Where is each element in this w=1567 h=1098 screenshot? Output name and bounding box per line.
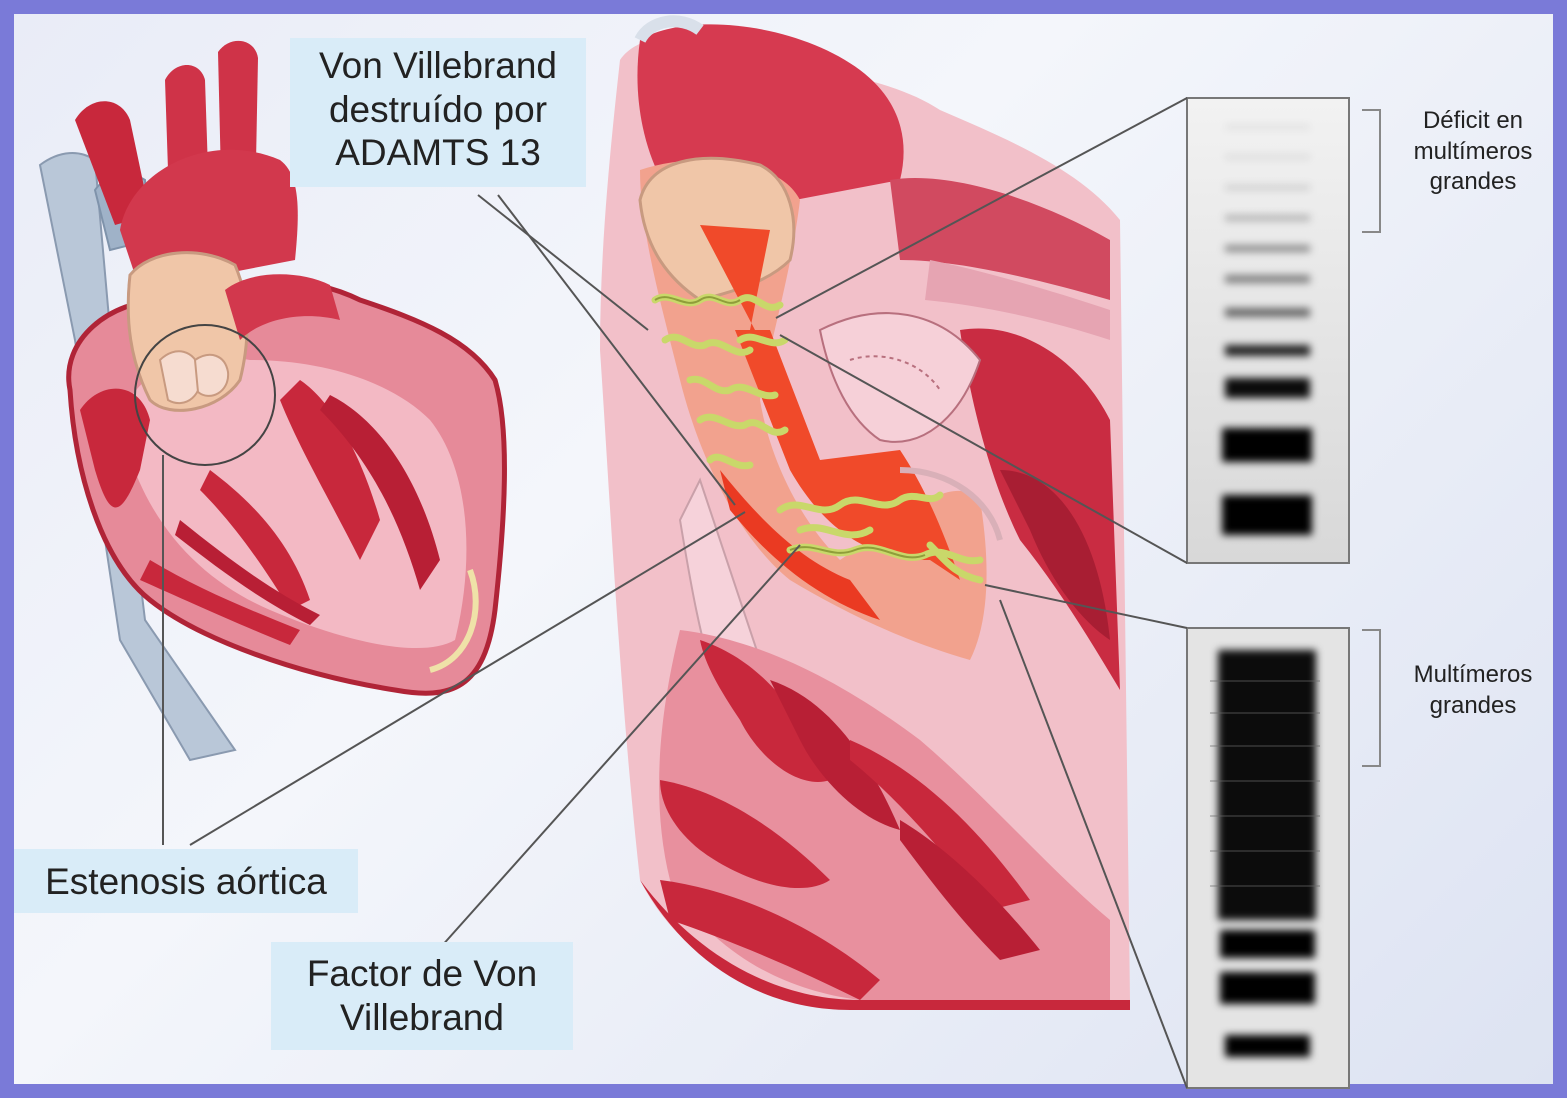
label-line: Von Villebrand — [300, 44, 576, 88]
gel-label-top: Déficit en multímeros grandes — [1388, 106, 1558, 198]
label-von-willebrand-destroyed: Von Villebrand destruído por ADAMTS 13 — [290, 38, 586, 187]
label-line: Villebrand — [281, 996, 563, 1040]
label-line: ADAMTS 13 — [300, 131, 576, 175]
label-line: Factor de Von — [281, 952, 563, 996]
label-line: grandes — [1388, 167, 1558, 198]
label-vwf-factor: Factor de Von Villebrand — [271, 942, 573, 1050]
gel-strip-bottom — [1187, 628, 1349, 1088]
label-line: grandes — [1388, 691, 1558, 722]
gel-strip-top — [1187, 98, 1349, 563]
label-line: Déficit en — [1388, 106, 1558, 137]
label-line: destruído por — [300, 88, 576, 132]
label-line: Estenosis aórtica — [24, 860, 348, 904]
label-line: multímeros — [1388, 137, 1558, 168]
label-line: Multímeros — [1388, 660, 1558, 691]
label-aortic-stenosis: Estenosis aórtica — [14, 849, 358, 913]
gel-label-bottom: Multímeros grandes — [1388, 660, 1558, 721]
gel-brackets — [1362, 110, 1380, 766]
right-heart — [600, 21, 1130, 1010]
